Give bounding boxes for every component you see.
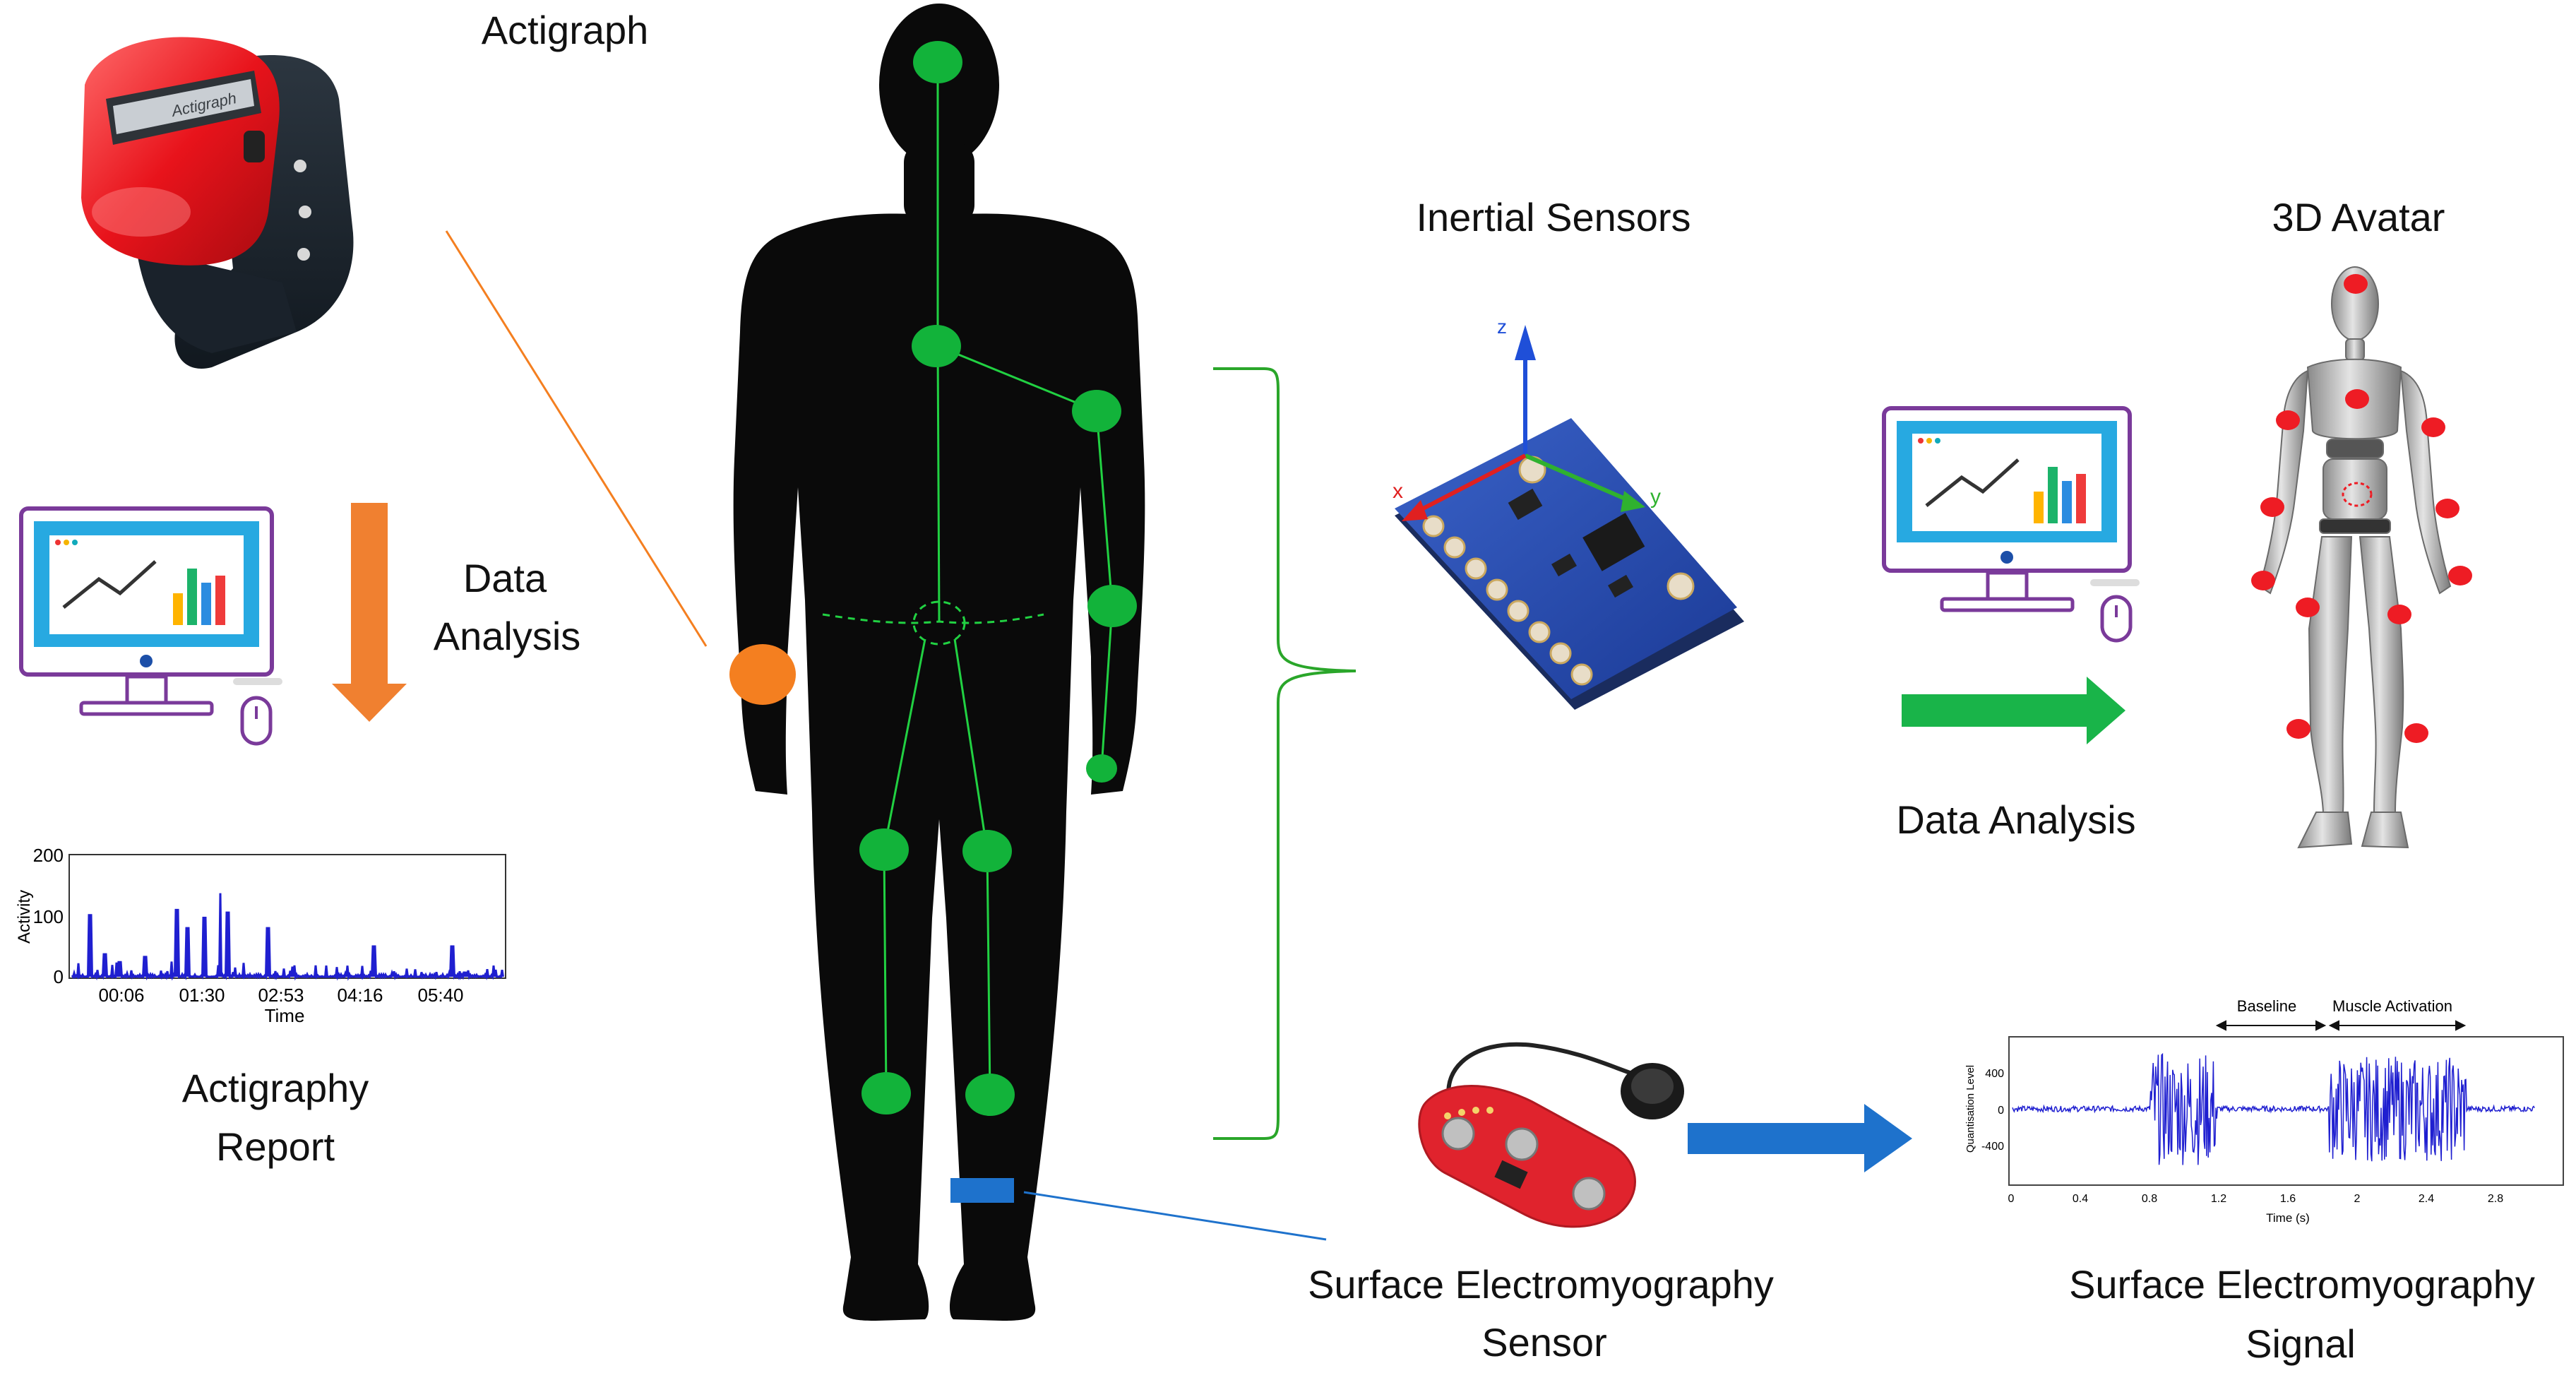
data-analysis-left-line1: Data (463, 556, 547, 600)
skeleton-lines (822, 62, 1114, 1095)
activity-ytick-0: 0 (54, 966, 64, 987)
emg-sensor-label-line1: Surface Electromyography (1308, 1262, 1774, 1307)
inertial-sensor-board-image (1395, 418, 1744, 710)
emg-sensor-board-image (1418, 1042, 1684, 1228)
emg-xtick: 0.8 (2142, 1193, 2157, 1205)
node-elbow (1087, 585, 1137, 627)
computer-monitor-right-icon (1882, 406, 2132, 612)
skeleton-nodes (859, 41, 1137, 1116)
axis-x-label: x (1393, 480, 1403, 503)
actigraphy-report-line2: Report (216, 1124, 335, 1169)
activity-ytick-100: 100 (33, 906, 64, 927)
emg-signal-label-line2: Signal (2246, 1321, 2356, 1366)
axis-z-label: z (1497, 316, 1507, 338)
emg-xtick: 2.8 (2488, 1193, 2503, 1205)
data-analysis-right-label: Data Analysis (1896, 797, 2135, 842)
sensor-bracket (1213, 367, 1356, 1140)
activity-ylabel: Activity (15, 890, 34, 944)
activity-xtick-3: 02:53 (258, 985, 304, 1006)
activity-trace (71, 893, 504, 981)
avatar-label: 3D Avatar (2272, 195, 2445, 239)
axis-y-label: y (1650, 485, 1661, 509)
actigraph-label: Actigraph (482, 8, 649, 52)
activity-ytick-200: 200 (33, 845, 64, 866)
activity-plot-frame (68, 854, 506, 979)
emg-annotation-arrows (2215, 1020, 2467, 1031)
node-left-ankle (861, 1072, 911, 1114)
node-shoulder (1072, 390, 1121, 432)
emg-trace (2012, 1052, 2535, 1165)
node-wrist (1086, 754, 1117, 783)
emg-ytick-neg400: -400 (1981, 1141, 2004, 1153)
actigraph-wrist-marker (729, 644, 796, 705)
mouse-icon (233, 678, 282, 746)
emg-ylabel: Quantisation Level (1964, 1065, 1976, 1153)
emg-xtick: 1.2 (2211, 1193, 2226, 1205)
node-chest (912, 325, 961, 367)
green-right-arrow (1902, 677, 2125, 744)
emg-signal-chart: 400 0 -400 Quantisation Level 0 0.4 0.8 … (1964, 997, 2564, 1225)
node-right-knee-upper (962, 830, 1012, 872)
3d-avatar-figure (2258, 266, 2452, 849)
activity-chart: 200 100 0 Activity 00:06 01:30 02:53 04:… (15, 845, 506, 1026)
node-right-ankle (965, 1074, 1015, 1116)
human-silhouette (733, 4, 1145, 1321)
emg-ytick-0: 0 (1998, 1105, 2004, 1117)
computer-monitor-icon (19, 506, 274, 716)
emg-leg-marker (950, 1178, 1014, 1203)
emg-plot-frame (2008, 1036, 2564, 1186)
emg-sensor-label-line2: Sensor (1481, 1320, 1606, 1365)
emg-xtick: 0.4 (2073, 1193, 2088, 1205)
emg-xtick: 0 (2008, 1193, 2015, 1205)
emg-xticks: 0 0.4 0.8 1.2 1.6 2 2.4 2.8 (2008, 1193, 2504, 1205)
node-left-knee-upper (859, 828, 909, 871)
mouse-right-icon (2090, 579, 2140, 643)
emg-xlabel: Time (s) (2266, 1211, 2310, 1225)
sensor-axes: z y x (1393, 316, 1661, 521)
node-head (913, 41, 962, 83)
inertial-sensors-label: Inertial Sensors (1416, 195, 1690, 239)
activity-xlabel: Time (265, 1005, 305, 1026)
activity-xtick-5: 05:40 (417, 985, 463, 1006)
actigraphy-report-line1: Actigraphy (182, 1066, 369, 1110)
emg-xtick: 2.4 (2419, 1193, 2434, 1205)
emg-signal-label-line1: Surface Electromyography (2069, 1262, 2535, 1307)
emg-xtick: 1.6 (2280, 1193, 2296, 1205)
emg-muscle-activation-label: Muscle Activation (2332, 997, 2452, 1015)
emg-xtick: 2 (2354, 1193, 2361, 1205)
blue-right-arrow (1688, 1104, 1912, 1172)
emg-ytick-400: 400 (1985, 1068, 2004, 1080)
activity-xtick-1: 00:06 (98, 985, 144, 1006)
activity-xtick-2: 01:30 (179, 985, 225, 1006)
avatar-markers (2251, 274, 2472, 743)
data-analysis-left-line2: Analysis (434, 614, 581, 658)
actigraph-connector-line (445, 230, 708, 647)
data-analysis-down-arrow (332, 503, 407, 722)
emg-baseline-label: Baseline (2237, 997, 2296, 1015)
emg-connector-line (1023, 1191, 1327, 1241)
actigraph-watch-image: Actigraph (81, 37, 354, 369)
activity-xtick-4: 04:16 (337, 985, 383, 1006)
